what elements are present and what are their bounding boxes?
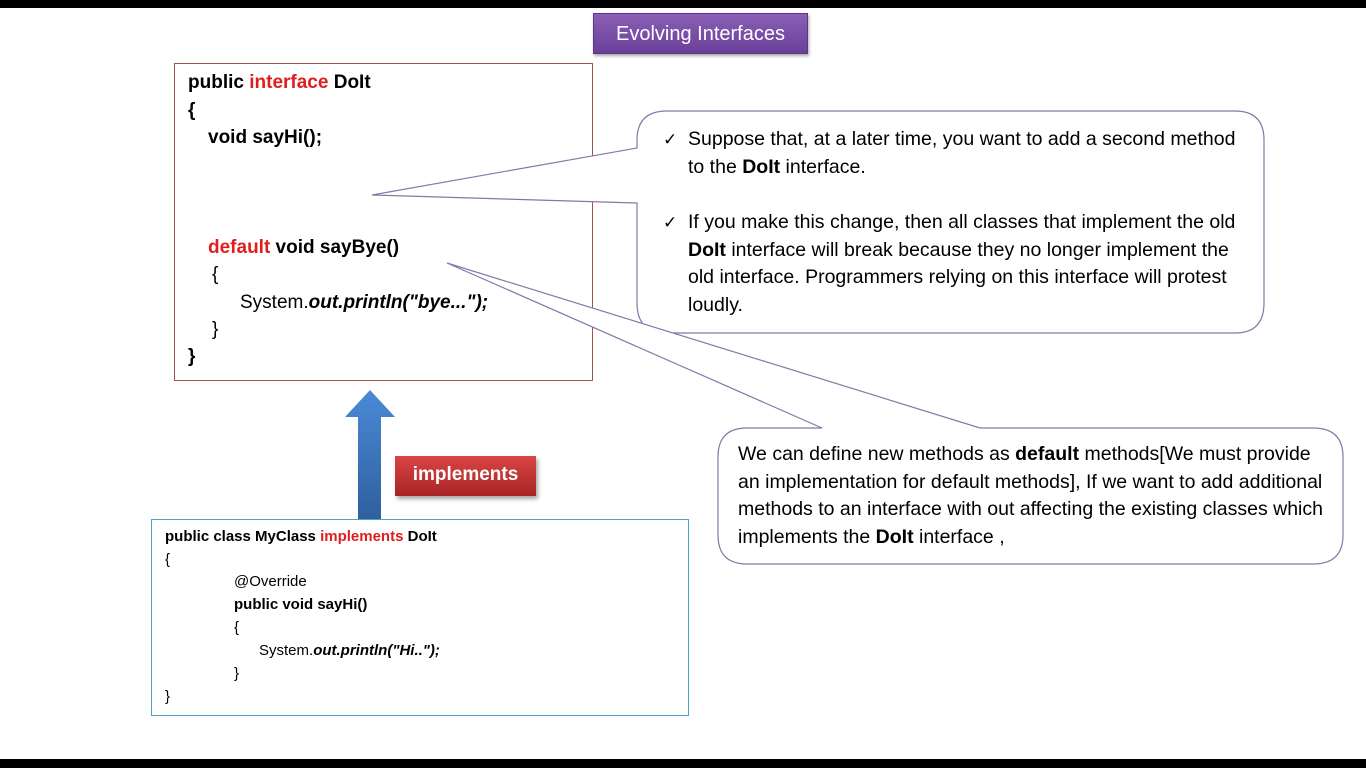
code-text: DoIt: [328, 72, 371, 93]
text: interface will break because they no lon…: [688, 238, 1229, 316]
keyword-implements: implements: [320, 528, 404, 545]
text: If you make this change, then all classe…: [688, 211, 1236, 233]
text: Suppose that, at a later time, you want …: [688, 128, 1236, 178]
code-text: out.println("bye...");: [308, 292, 489, 313]
code-line: public class MyClass implements DoIt: [165, 528, 437, 545]
text: We can define new methods as: [738, 443, 1016, 465]
up-arrow-icon: [345, 390, 395, 520]
code-line: {: [212, 264, 219, 285]
code-line: {: [234, 619, 240, 636]
slide-title: Evolving Interfaces: [593, 13, 808, 54]
code-line: void sayHi();: [208, 127, 323, 148]
bottom-black-bar: [0, 759, 1366, 768]
class-code-box: public class MyClass implements DoIt { @…: [151, 519, 689, 716]
callout-solution-text: We can define new methods as default met…: [738, 441, 1328, 551]
code-text: public class MyClass: [165, 528, 321, 545]
text-bold: DoIt: [875, 525, 914, 548]
text: interface ,: [913, 525, 1005, 548]
text-bold: DoIt: [742, 155, 781, 178]
code-text: public: [188, 72, 250, 93]
code-line: System.out.println("bye...");: [240, 292, 488, 314]
code-line: {: [188, 100, 196, 121]
code-text: out.println("Hi..");: [313, 642, 440, 659]
bullet-text: Suppose that, at a later time, you want …: [688, 126, 1243, 181]
code-line: default void sayBye(): [208, 237, 399, 259]
interface-code-box: public interface DoIt { void sayHi(); de…: [174, 63, 593, 381]
code-line: public interface DoIt: [188, 72, 371, 94]
checkmark-icon: ✓: [663, 213, 678, 232]
text-bold: default: [1015, 443, 1080, 465]
code-line: }: [234, 665, 240, 682]
code-text: System.: [240, 292, 309, 313]
code-line: }: [188, 346, 196, 367]
code-line: }: [165, 688, 171, 705]
checkmark-icon: ✓: [663, 130, 678, 149]
text: interface.: [780, 155, 866, 178]
implements-label: implements: [395, 456, 536, 496]
bullet-text: If you make this change, then all classe…: [688, 209, 1243, 319]
code-text: DoIt: [403, 528, 437, 545]
code-line: public void sayHi(): [234, 596, 368, 613]
code-line: }: [212, 319, 219, 340]
code-text: void sayBye(): [270, 237, 400, 258]
keyword-interface: interface: [249, 72, 329, 93]
keyword-default: default: [208, 237, 271, 258]
code-line: @Override: [234, 573, 307, 590]
text-bold: DoIt: [688, 238, 726, 261]
text: methods[We must provide an implementatio…: [738, 443, 1323, 548]
code-text: System.: [259, 642, 314, 659]
code-line: System.out.println("Hi..");: [259, 642, 440, 659]
top-black-bar: [0, 0, 1366, 8]
code-line: {: [165, 551, 171, 568]
